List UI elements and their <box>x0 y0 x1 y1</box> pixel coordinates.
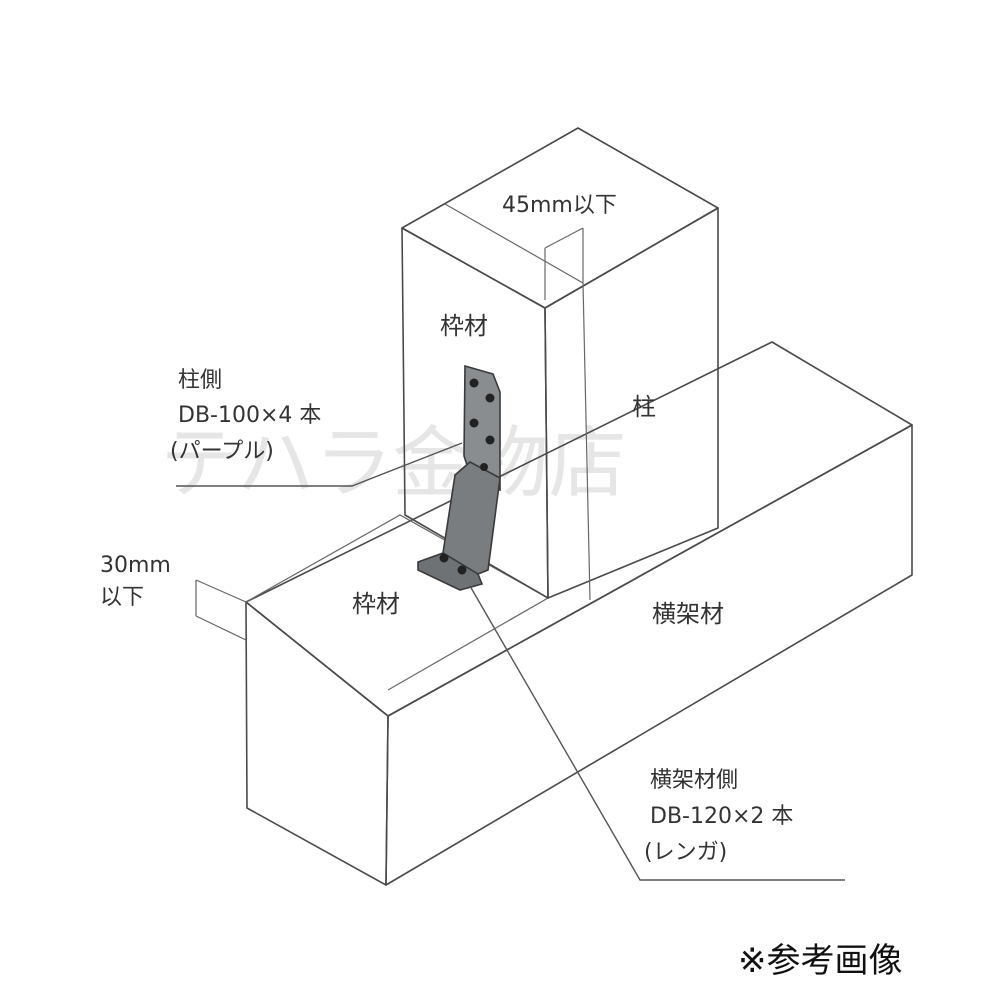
bracket-foot-plate <box>417 552 484 591</box>
bracket-hole <box>485 393 495 403</box>
callout-beam-line3: (レンガ) <box>644 840 727 865</box>
callout-column-line1: 柱側 <box>178 368 222 393</box>
label-frame-lower: 枠材 <box>352 590 400 618</box>
column-block <box>401 127 719 601</box>
beam-end-face <box>245 601 389 886</box>
label-column: 柱 <box>632 393 656 421</box>
callout-column-line3: (パープル) <box>170 439 274 464</box>
bracket <box>417 364 501 591</box>
dim-30mm <box>195 579 247 641</box>
beam-side-leader <box>469 585 845 881</box>
reference-note: ※参考画像 <box>738 941 903 981</box>
callout-beam-line1: 横架材側 <box>650 768 738 793</box>
dim-45mm <box>544 227 584 300</box>
callout-beam-line2: DB-120×2 本 <box>650 804 793 829</box>
callout-column-line2: DB-100×4 本 <box>178 403 321 428</box>
bracket-hole <box>480 463 488 471</box>
label-height-limit-1: 30mm <box>100 553 171 578</box>
callout-beam-side: 横架材側 DB-120×2 本 (レンガ) <box>644 768 793 865</box>
bracket-hole <box>469 418 479 428</box>
label-width-limit: 45mm以下 <box>502 193 617 218</box>
bracket-hole <box>439 553 449 563</box>
callout-column-side: 柱側 DB-100×4 本 (パープル) <box>170 368 321 464</box>
frame-division-top <box>444 203 584 284</box>
column-side-leader <box>176 442 463 487</box>
label-height-limit-2: 以下 <box>100 585 144 610</box>
column-top-face <box>401 127 719 309</box>
beam-block <box>245 341 913 886</box>
bracket-hole <box>469 378 479 388</box>
beam-top-face <box>245 341 913 717</box>
frame-division-side <box>582 282 591 601</box>
bracket-hole <box>457 565 467 575</box>
bracket-hole <box>485 435 495 445</box>
label-beam: 横架材 <box>652 600 724 628</box>
watermark-text: テハラ金物店 <box>160 419 626 509</box>
label-frame-upper: 枠材 <box>440 312 488 340</box>
